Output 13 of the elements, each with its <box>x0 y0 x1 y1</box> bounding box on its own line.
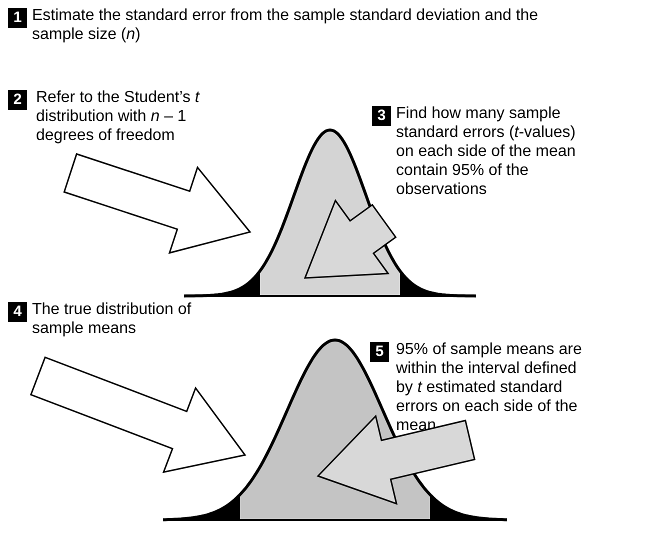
step-number-badge: 2 <box>8 90 27 110</box>
step-number-badge: 1 <box>8 8 27 28</box>
block-arrow <box>63 153 252 254</box>
step-number-badge: 5 <box>370 342 389 362</box>
step-text: Refer to the Student’s t distribution with n – 1 degrees of freedom <box>36 88 201 145</box>
step-number-badge: 3 <box>372 106 391 126</box>
step-text: The true distribution of sample means <box>32 300 192 338</box>
block-arrow <box>316 414 476 505</box>
block-arrow <box>30 356 246 474</box>
step-text: Find how many sample standard errors (t-values) on each side of the mean contain 95% of the observations <box>396 104 577 199</box>
block-arrow <box>304 198 397 279</box>
step-number-badge: 4 <box>8 302 27 322</box>
step-text: Estimate the standard error from the sample standard deviation and the sample size (n) <box>32 6 540 44</box>
